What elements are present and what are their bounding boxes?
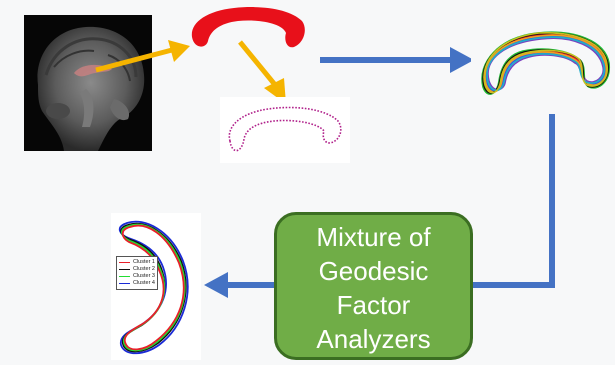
blue-arrow-to-clusters bbox=[204, 272, 274, 298]
legend-label-cluster-4: Cluster 4 bbox=[132, 280, 155, 286]
legend-entry-cluster-1: Cluster 1 bbox=[119, 259, 155, 266]
corpus-callosum-segmentation bbox=[191, 7, 305, 48]
legend-swatch-cluster-1 bbox=[119, 261, 130, 264]
clustered-contours-icon bbox=[118, 220, 189, 355]
contour-panel bbox=[220, 97, 350, 163]
dotted-contour-icon bbox=[228, 106, 342, 152]
yellow-arrow-mri-to-segmentation bbox=[95, 40, 190, 73]
legend-label-cluster-1: Cluster 1 bbox=[132, 259, 155, 265]
legend-label-cluster-2: Cluster 2 bbox=[132, 266, 155, 272]
legend-swatch-cluster-2 bbox=[119, 268, 130, 271]
contour-bundle-panel bbox=[471, 13, 615, 113]
legend-swatch-cluster-4 bbox=[119, 282, 130, 285]
cluster-legend: Cluster 1 Cluster 2 Cluster 3 Cluster 4 bbox=[116, 256, 158, 290]
analyzer-box-line-4: Analyzers bbox=[316, 324, 431, 354]
analyzer-box-line-2: Geodesic bbox=[318, 256, 429, 286]
contour-bundle-icon bbox=[481, 31, 610, 95]
blue-arrow-to-bundle bbox=[320, 47, 474, 73]
legend-entry-cluster-3: Cluster 3 bbox=[119, 273, 155, 280]
mri-scan-image bbox=[24, 15, 152, 151]
analyzer-box-line-3: Factor bbox=[336, 290, 411, 320]
legend-entry-cluster-2: Cluster 2 bbox=[119, 266, 155, 273]
analyzer-box-line-1: Mixture of bbox=[316, 222, 431, 252]
yellow-arrow-segmentation-to-contour bbox=[238, 40, 286, 104]
legend-label-cluster-3: Cluster 3 bbox=[132, 273, 155, 279]
legend-entry-cluster-4: Cluster 4 bbox=[119, 280, 155, 287]
mixture-geodesic-factor-analyzers-box: Mixture of Geodesic Factor Analyzers bbox=[274, 212, 473, 360]
blue-connector-bundle-to-box bbox=[473, 114, 555, 288]
legend-swatch-cluster-3 bbox=[119, 275, 130, 278]
